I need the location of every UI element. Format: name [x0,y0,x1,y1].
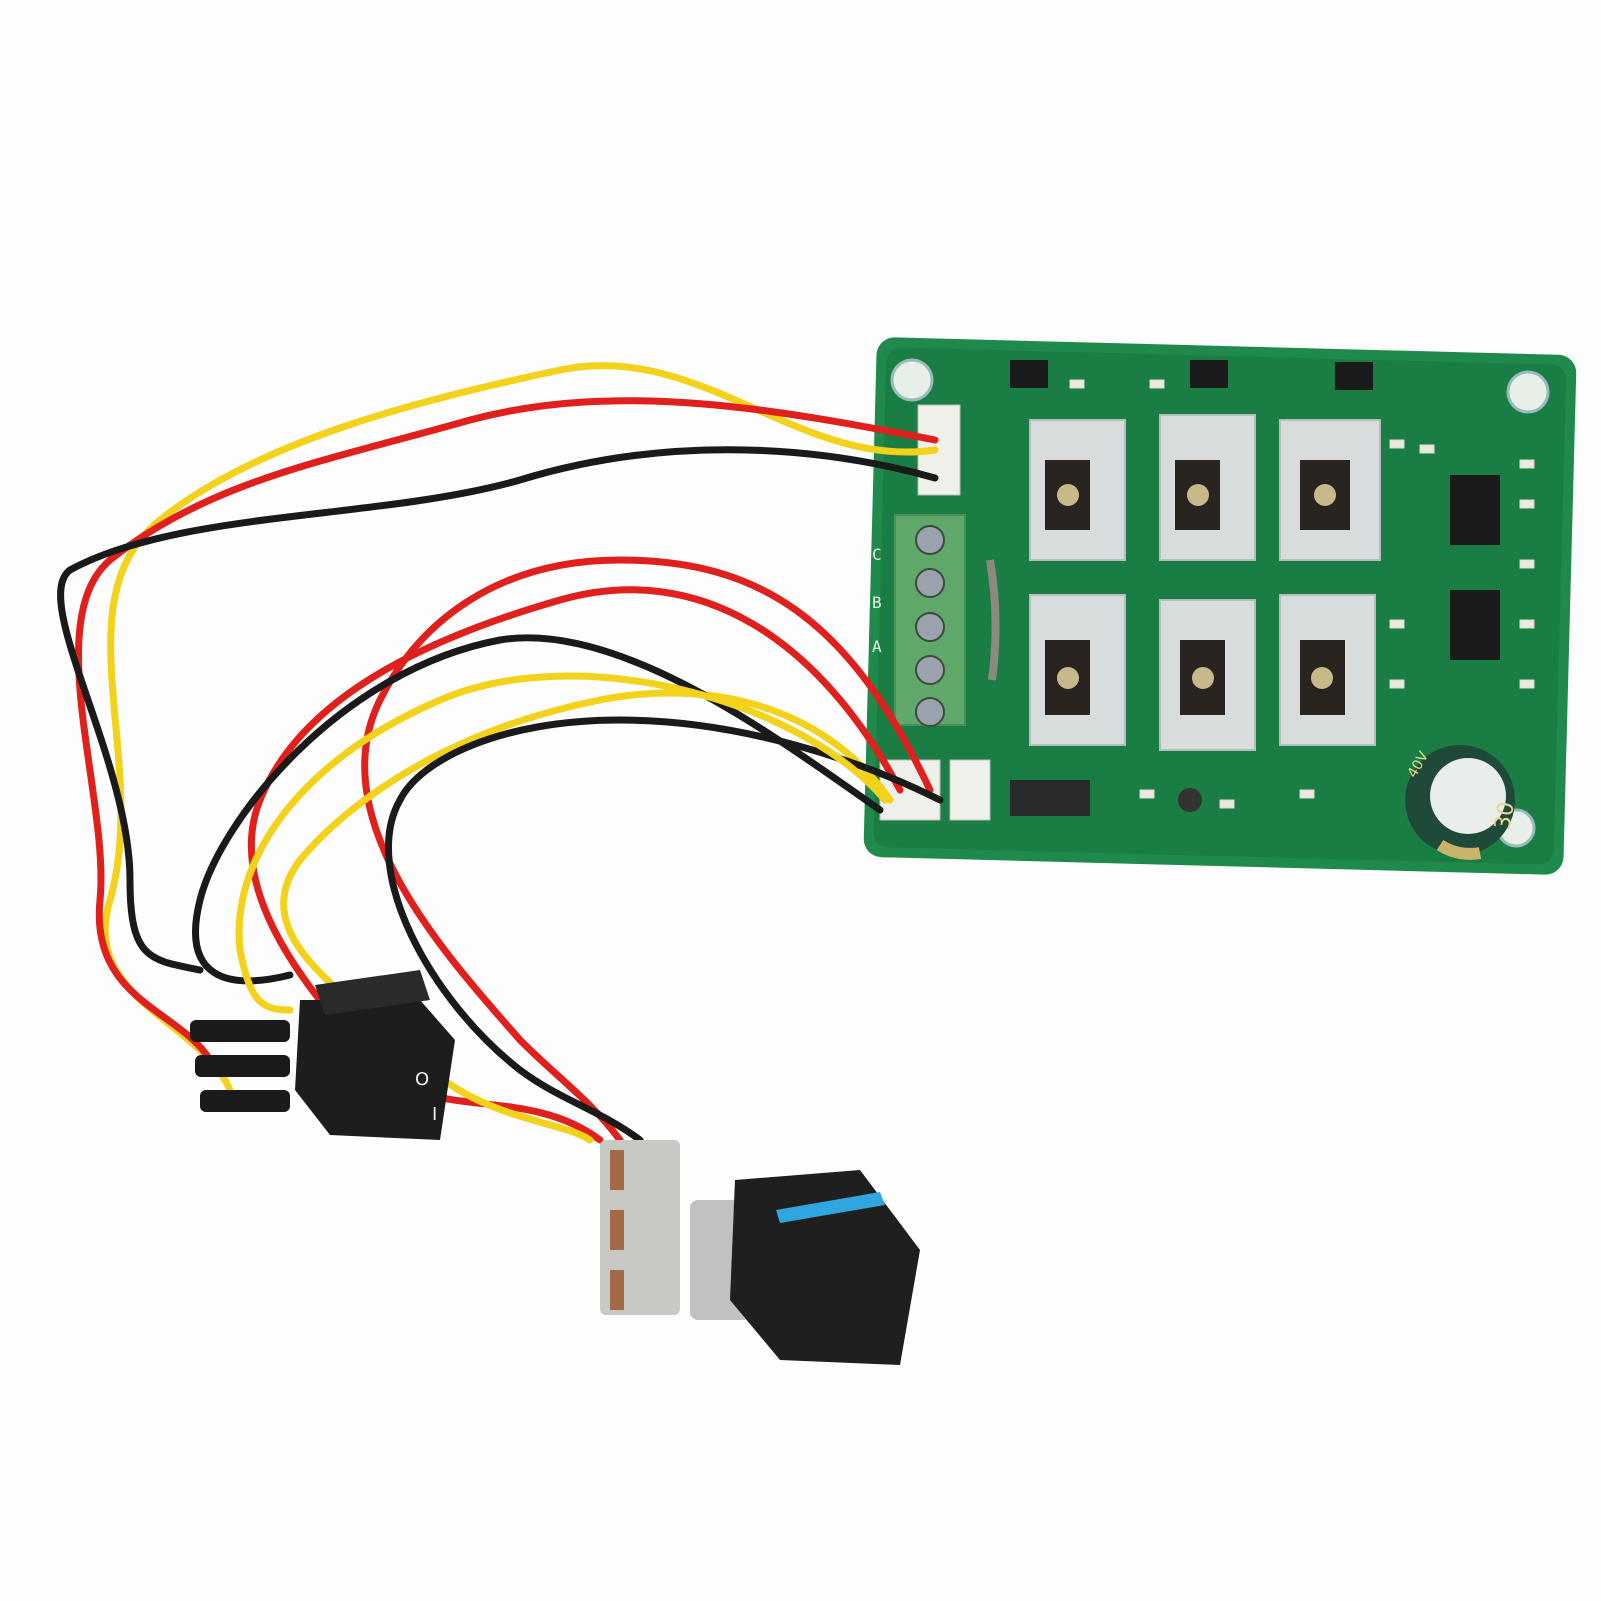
control-connector [949,759,991,821]
terminal-label-a: A [872,637,882,656]
capacitor: 40V 30 [1405,745,1520,860]
knob-indicator [776,1192,885,1223]
switch-on-symbol: I [432,1104,437,1125]
wire-harness [57,362,944,1144]
pcb-board: C B A 40V 30 [863,337,1577,875]
terminal-label-b: B [872,593,882,612]
mount-hole-icon [1506,370,1550,414]
rocker-switch: O I [190,970,455,1140]
svg-text:30: 30 [1490,800,1519,832]
switch-off-symbol: O [415,1069,429,1090]
knob [730,1170,920,1365]
terminal-label-c: C [872,545,882,564]
mount-hole-icon [890,358,934,402]
potentiometer [600,1140,920,1365]
terminal-block [894,514,966,727]
